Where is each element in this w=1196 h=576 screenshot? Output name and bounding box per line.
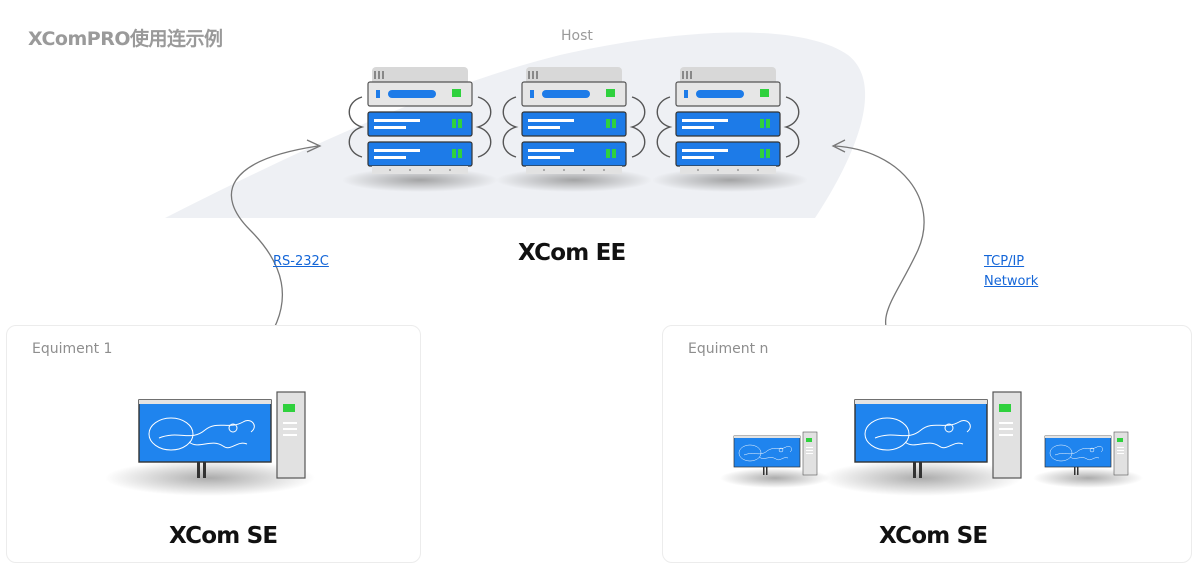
equipment-label: Equiment n bbox=[688, 341, 769, 357]
page-title: XComPRO使用连示例 bbox=[28, 28, 223, 50]
equipment-product-name: XCom SE bbox=[879, 523, 988, 549]
equipment-label: Equiment 1 bbox=[32, 341, 113, 357]
host-label: Host bbox=[561, 28, 593, 44]
tcpip-network-link[interactable]: TCP/IP Network bbox=[984, 252, 1038, 292]
curved-arrow-icon bbox=[230, 139, 322, 351]
tcpip-link-line1: TCP/IP bbox=[984, 254, 1025, 269]
tcpip-link-line2: Network bbox=[984, 274, 1039, 289]
equipment-product-name: XCom SE bbox=[169, 523, 278, 549]
server-rack-group bbox=[342, 66, 808, 192]
rs232c-link[interactable]: RS-232C bbox=[273, 254, 329, 269]
host-product-name: XCom EE bbox=[518, 240, 626, 266]
